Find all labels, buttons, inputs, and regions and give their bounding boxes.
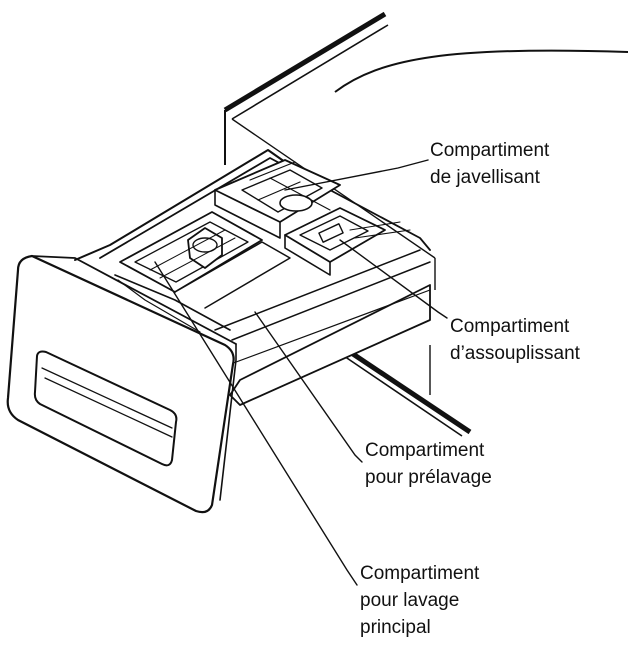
label-softener-line-1: Compartiment <box>450 313 580 340</box>
cabinet-bottom-inner-edge <box>338 352 462 436</box>
label-mainwash-line-1: Compartiment <box>360 560 479 587</box>
label-bleach-compartment: Compartiment de javellisant <box>430 137 549 191</box>
label-prewash-compartment: Compartiment pour prélavage <box>365 437 492 491</box>
label-mainwash-line-3: principal <box>360 614 479 641</box>
label-prewash-line-2: pour prélavage <box>365 464 492 491</box>
label-bleach-line-2: de javellisant <box>430 164 549 191</box>
softener-compartment-drawing <box>285 208 410 275</box>
label-mainwash-line-2: pour lavage <box>360 587 479 614</box>
label-mainwash-compartment: Compartiment pour lavage principal <box>360 560 479 641</box>
label-softener-line-2: d’assouplissant <box>450 340 580 367</box>
label-softener-compartment: Compartiment d’assouplissant <box>450 313 580 367</box>
cabinet-lid-curve <box>335 51 628 92</box>
label-bleach-line-1: Compartiment <box>430 137 549 164</box>
cabinet-top-edge <box>225 14 385 110</box>
label-prewash-line-1: Compartiment <box>365 437 492 464</box>
cabinet-top-inner-edge <box>232 25 388 119</box>
